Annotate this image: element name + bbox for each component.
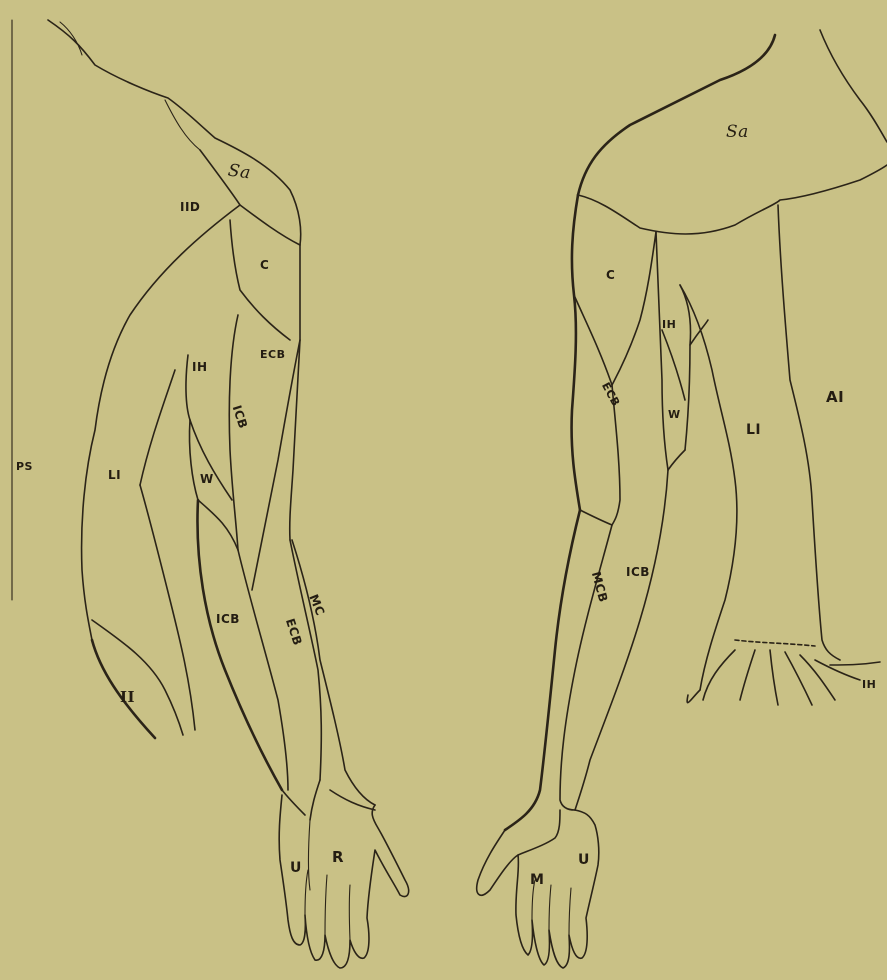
right-c-label: C	[606, 268, 615, 282]
right-m-label: M	[530, 872, 544, 888]
right-ih-upper-label: IH	[662, 318, 676, 331]
left-li-label: LI	[108, 468, 121, 482]
right-w-label: W	[668, 408, 681, 421]
left-ih-label: IH	[192, 360, 208, 374]
left-w-label: W	[200, 472, 214, 486]
left-c-label: C	[260, 258, 269, 272]
left-ecb-upper-label: ECB	[260, 348, 285, 361]
right-ih-lower-label: IH	[862, 678, 876, 691]
right-ai-label: AI	[826, 388, 844, 406]
left-sa-label: Sa	[227, 161, 252, 184]
left-r-label: R	[332, 848, 344, 866]
left-icb-lower-label: ICB	[216, 612, 240, 626]
right-sa-label: Sa	[726, 122, 749, 142]
right-li-label: LI	[746, 422, 761, 438]
left-ii-label: II	[120, 688, 135, 706]
left-u-label: U	[290, 860, 302, 876]
ps-label: PS	[16, 460, 33, 473]
right-icb-label: ICB	[626, 565, 650, 579]
left-iid-label: IID	[180, 200, 200, 214]
right-u-label: U	[578, 852, 590, 868]
right-arm-outline	[477, 30, 887, 968]
